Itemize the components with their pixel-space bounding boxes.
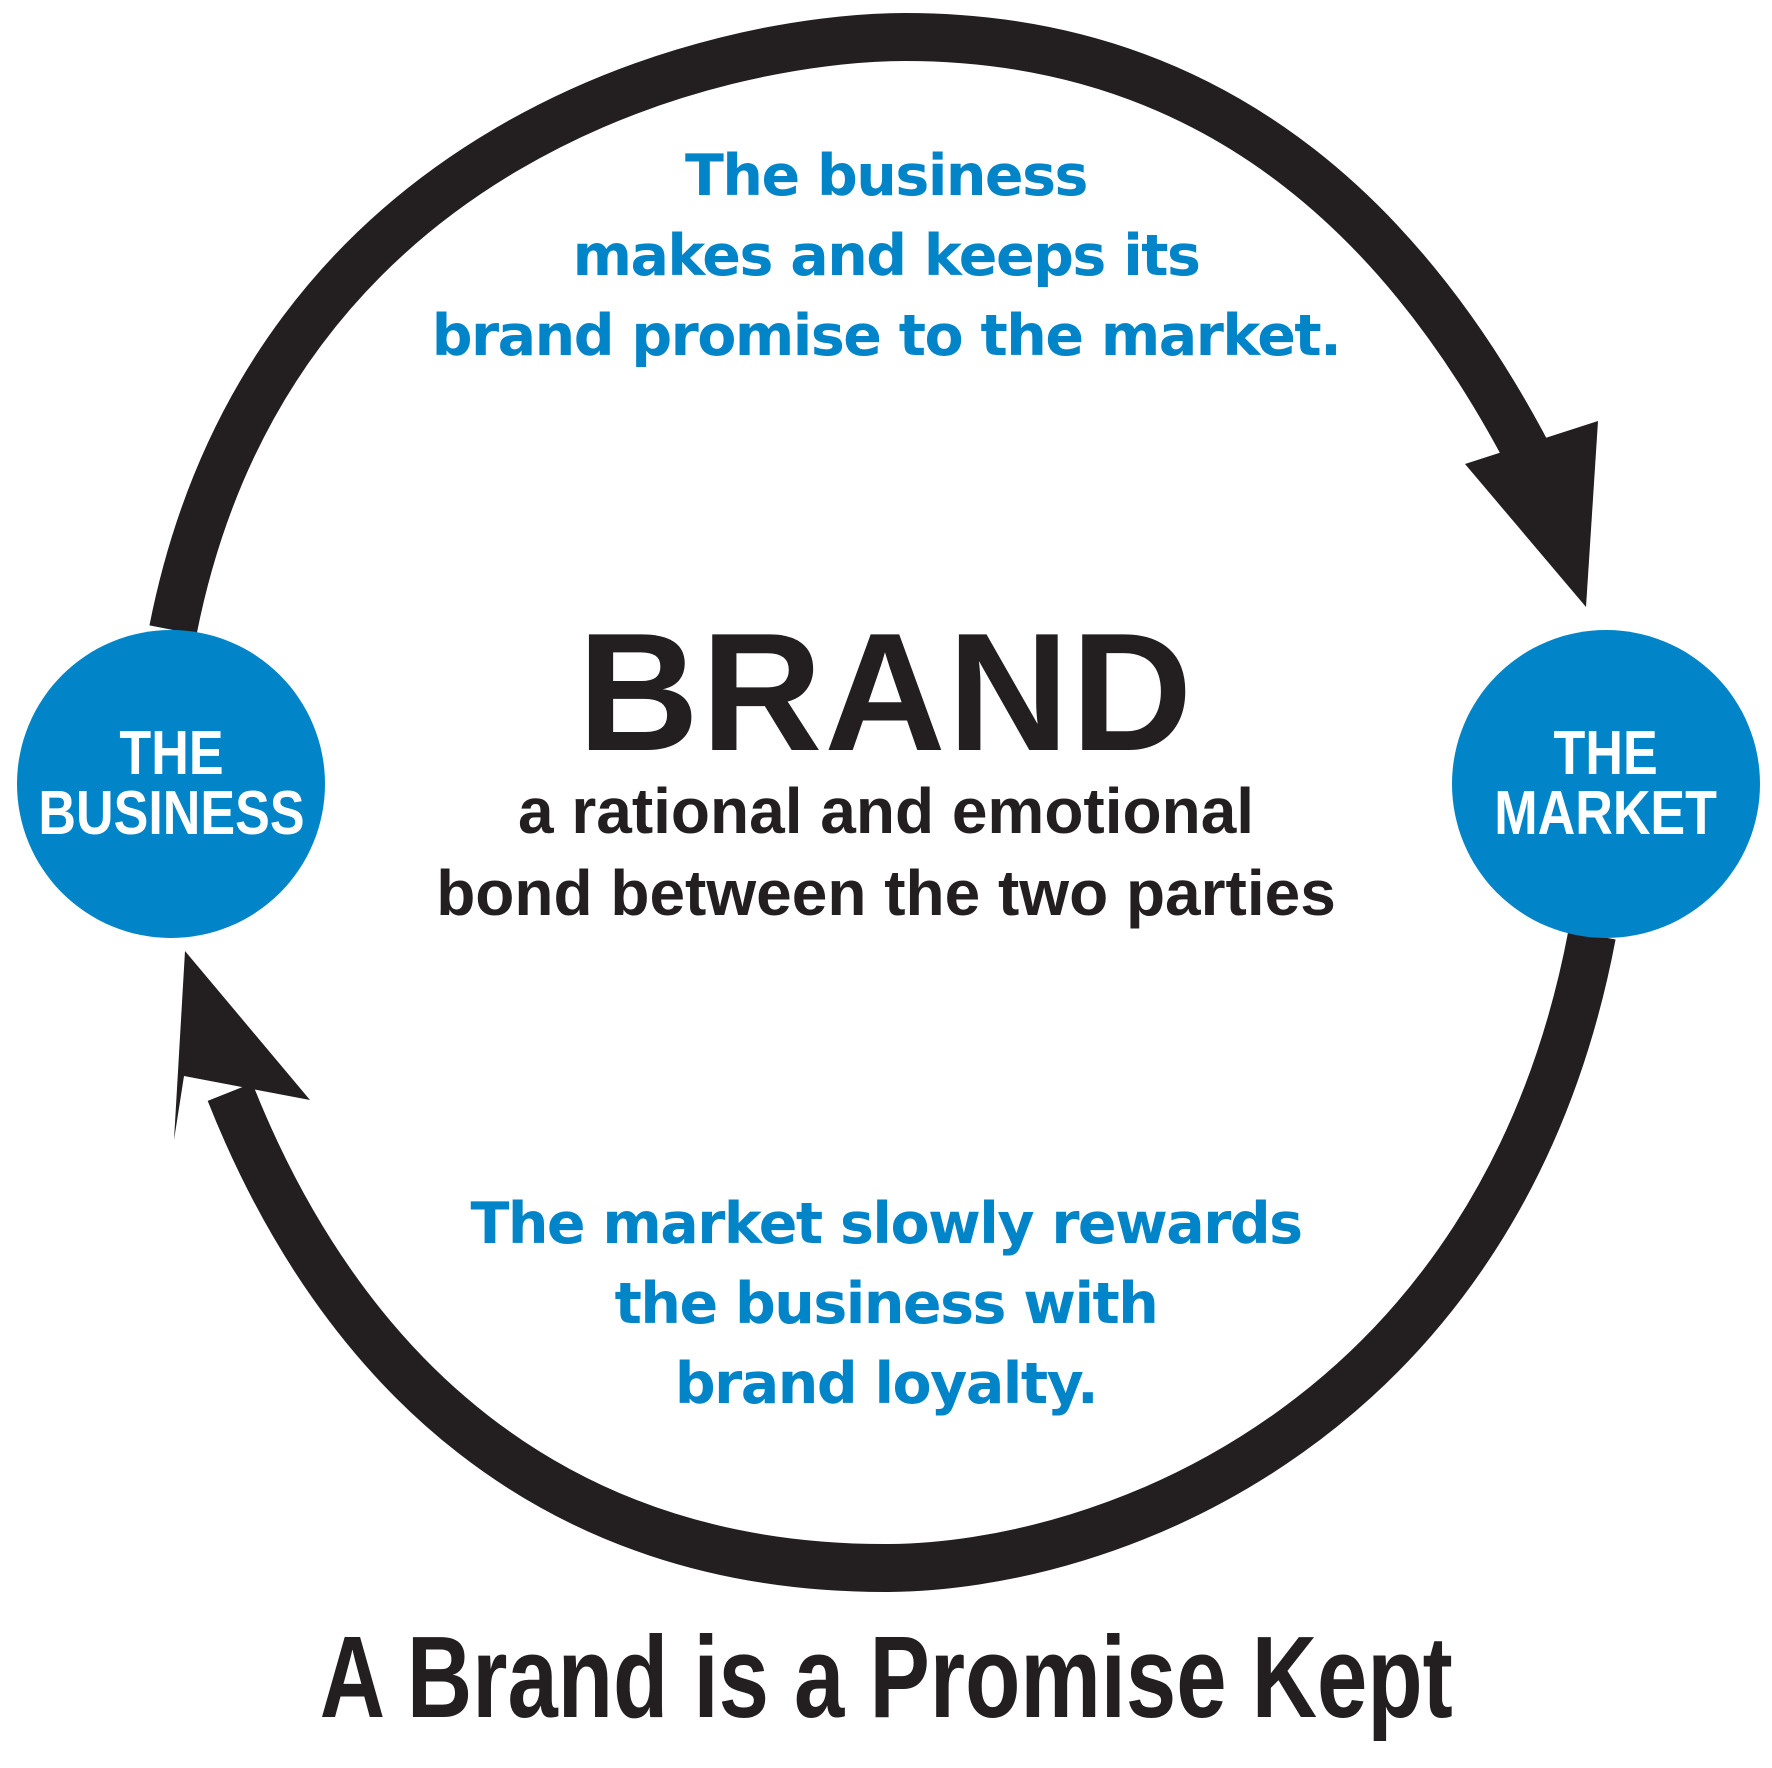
arrowhead-right	[1465, 421, 1598, 607]
market-node-label: THE MARKET	[1494, 719, 1718, 848]
business-node-line2: BUSINESS	[37, 779, 305, 848]
arrowhead-left	[174, 951, 310, 1140]
loyalty-caption: The market slowly rewards the business w…	[0, 1184, 1772, 1424]
market-node-line1: THE	[1553, 719, 1659, 788]
loyalty-caption-line1: The market slowly rewards	[470, 1191, 1303, 1257]
brand-subtitle-line2: bond between the two parties	[436, 857, 1336, 929]
business-node-label: THE BUSINESS	[37, 719, 305, 848]
promise-caption: The business makes and keeps its brand p…	[0, 136, 1772, 376]
loyalty-caption-line3: brand loyalty.	[674, 1351, 1099, 1417]
loyalty-caption-line2: the business with	[614, 1271, 1159, 1337]
market-node-line2: MARKET	[1494, 779, 1718, 848]
promise-caption-line1: The business	[685, 143, 1088, 209]
market-node: THE MARKET	[1452, 630, 1760, 938]
promise-caption-line3: brand promise to the market.	[431, 303, 1342, 369]
promise-caption-line2: makes and keeps its	[572, 223, 1201, 289]
upper-arc	[149, 12, 1560, 635]
brand-subtitle-line1: a rational and emotional	[517, 775, 1255, 847]
headline-text: A Brand is a Promise Kept	[319, 1612, 1453, 1742]
brand-title: BRAND	[577, 598, 1195, 786]
brand-subtitle: a rational and emotional bond between th…	[0, 770, 1772, 934]
business-node-line1: THE	[118, 719, 224, 788]
lower-arc	[207, 930, 1616, 1593]
business-node: THE BUSINESS	[17, 630, 325, 938]
headline: A Brand is a Promise Kept	[0, 1612, 1772, 1742]
